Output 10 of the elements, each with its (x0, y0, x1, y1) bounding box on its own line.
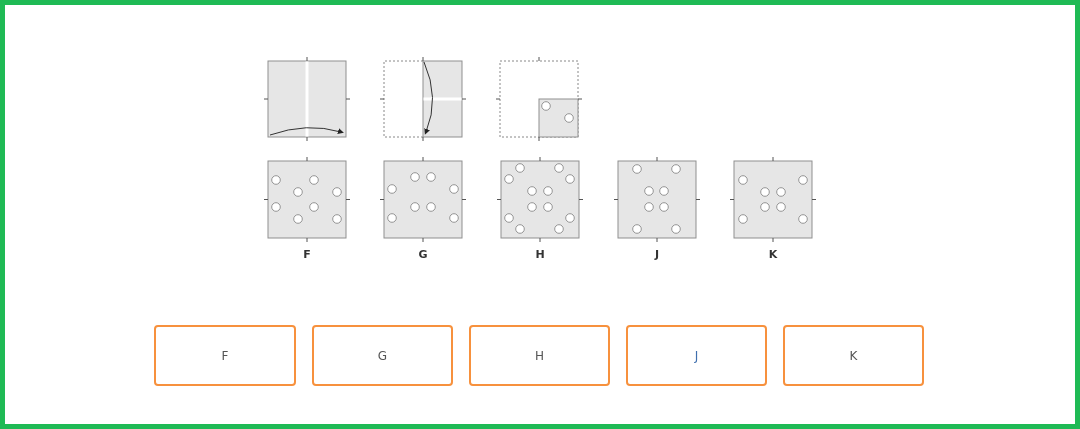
option-letter: K (767, 248, 779, 262)
answer-choice-button: F (154, 325, 296, 386)
option-letter: J (653, 248, 661, 262)
option-letter: G (417, 248, 429, 262)
option-letter: H (534, 248, 546, 262)
answer-choice-button: K (783, 325, 924, 386)
answer-choice-button: G (312, 325, 453, 386)
option-letter: F (302, 248, 312, 262)
answer-choice-button: H (469, 325, 610, 386)
answer-choice-button: J (626, 325, 767, 386)
